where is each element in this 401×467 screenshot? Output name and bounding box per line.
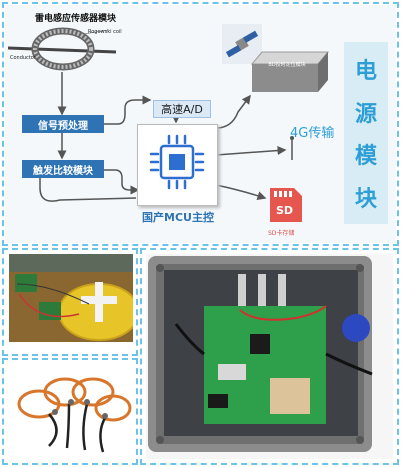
bd-module-box (250, 51, 330, 92)
satellite-icon (222, 24, 262, 64)
power-char-4: 块 (354, 187, 377, 213)
mcu-chip-icon (149, 134, 205, 190)
adc-label: 高速A/D (153, 100, 211, 118)
rogowski-coil-icon (8, 27, 117, 71)
conductor-label: Conductor (10, 55, 36, 61)
lte-label: 4G传输 (290, 126, 335, 141)
sd-icon-text: SD (276, 204, 294, 217)
power-char-1: 电 (354, 58, 377, 84)
mcu-label: 国产MCU主控 (142, 211, 214, 224)
rogowski-label: Rogowski coil (88, 29, 122, 35)
signal-preprocess-block: 信号预处理 (22, 115, 104, 133)
photo-coils (9, 366, 133, 458)
photo-sensor-test (9, 254, 133, 342)
power-char-2: 源 (354, 101, 377, 127)
sensor-title: 雷电感应传感器模块 (35, 14, 117, 24)
power-module: 电 源 模 块 (344, 42, 388, 224)
power-char-3: 模 (354, 144, 377, 170)
flow-arrows (39, 72, 287, 202)
antenna-icon (290, 136, 294, 160)
photo-panel-right (140, 248, 399, 465)
sd-card-icon (270, 188, 302, 222)
trigger-compare-block: 触发比较模块 (22, 160, 104, 178)
photo-panel-left-bottom (2, 358, 138, 465)
bd-module-label: BD授时定位模块 (268, 62, 306, 68)
diagram-panel (2, 2, 399, 246)
photo-panel-left-top (2, 248, 138, 356)
sd-label: SD卡存储 (268, 230, 295, 237)
photo-enclosure (146, 254, 393, 459)
